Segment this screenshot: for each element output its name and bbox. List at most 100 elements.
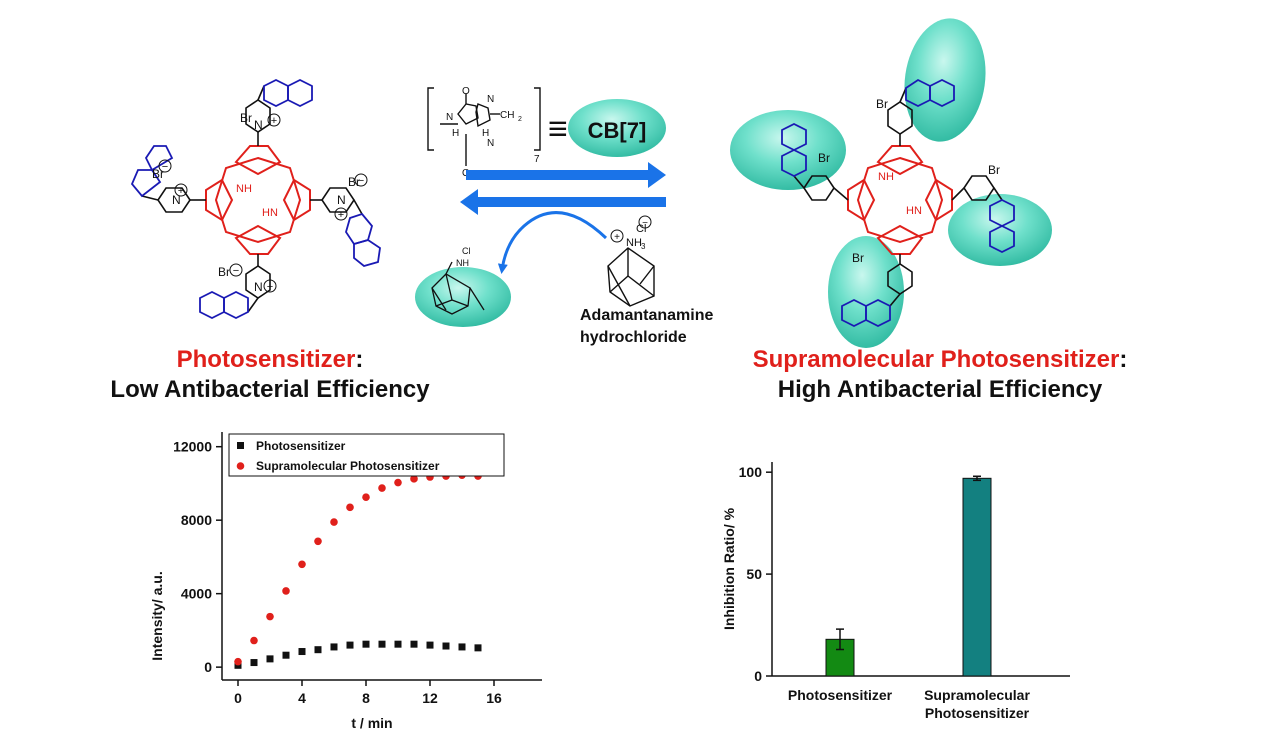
y-tick-label: 0 [754, 668, 762, 684]
naphthyl-groups [130, 78, 381, 320]
x-category-label: Photosensitizer [788, 687, 893, 703]
data-point-photosensitizer [282, 651, 290, 659]
n-label: N [337, 193, 346, 207]
svg-text:NH: NH [626, 237, 642, 249]
data-point-photosensitizer [410, 640, 418, 648]
data-point-supramolecular [378, 484, 386, 492]
svg-text:Cl: Cl [636, 223, 646, 235]
x-tick-label: 16 [486, 690, 502, 706]
left-caption: Photosensitizer: Low Antibacterial Effic… [60, 345, 480, 405]
svg-text:NH: NH [456, 258, 469, 268]
svg-text:Cl: Cl [462, 246, 471, 256]
reaction-scheme: NH HN [130, 18, 1052, 348]
data-point-photosensitizer [362, 640, 370, 648]
svg-text:+: + [338, 209, 344, 221]
data-point-photosensitizer [458, 643, 466, 651]
data-point-photosensitizer [250, 659, 258, 667]
data-point-supramolecular [346, 503, 354, 512]
y-tick-label: 8000 [181, 512, 212, 528]
svg-text:HN: HN [906, 205, 922, 217]
adamantanamine-molecule: NH 3 Cl + − Adamantanamine hydrochloride [580, 215, 713, 346]
n-label: N [172, 193, 181, 207]
y-tick-label: 12000 [173, 439, 212, 455]
data-point-supramolecular [234, 657, 242, 666]
data-point-photosensitizer [266, 655, 274, 663]
y-tick-label: 50 [746, 566, 762, 582]
x-tick-label: 12 [422, 690, 438, 706]
n-label: N [254, 118, 263, 132]
svg-text:H: H [452, 128, 459, 139]
data-point-supramolecular [298, 560, 306, 569]
data-point-photosensitizer [298, 648, 306, 656]
cb7-structure: O O N N N H H CH 2 7 ≡ CB[7] [427, 86, 666, 179]
svg-text:−: − [162, 161, 168, 173]
equilibrium-arrows [460, 162, 666, 274]
br-label: Br [240, 111, 252, 125]
x-tick-label: 8 [362, 690, 370, 706]
data-point-supramolecular [282, 587, 290, 595]
equivalence-symbol: ≡ [548, 110, 568, 148]
svg-text:+: + [178, 185, 184, 197]
data-point-photosensitizer [378, 640, 386, 648]
data-point-photosensitizer [394, 640, 402, 648]
svg-text:+: + [271, 115, 277, 127]
left-caption-title: Photosensitizer [176, 346, 356, 373]
legend-marker-supramolecular [236, 462, 245, 470]
svg-text:O: O [462, 86, 470, 97]
y-axis-title: Inhibition Ratio/ % [721, 507, 737, 630]
legend-marker-photosensitizer [237, 442, 244, 449]
cb7-ellipse [568, 99, 666, 157]
guest-label-line1: Adamantanamine [580, 307, 713, 324]
br-label: Br [348, 175, 360, 189]
data-point-supramolecular [410, 475, 418, 483]
data-point-supramolecular [314, 537, 322, 546]
data-point-photosensitizer [346, 641, 354, 649]
svg-text:2: 2 [518, 116, 522, 123]
svg-text:−: − [233, 265, 239, 277]
x-axis-title: t / min [351, 715, 392, 731]
right-caption: Supramolecular Photosensitizer: High Ant… [700, 345, 1180, 405]
y-axis-title: Intensity/ a.u. [149, 571, 165, 660]
svg-text:3: 3 [641, 242, 646, 251]
photosensitizer-molecule: NH HN [130, 78, 381, 320]
svg-text:−: − [358, 175, 364, 187]
x-category-label: Photosensitizer [925, 705, 1030, 721]
nh-label: NH [236, 183, 252, 195]
legend-label-supramolecular: Supramolecular Photosensitizer [256, 459, 440, 473]
svg-text:+: + [267, 281, 273, 293]
bar-supramolecular [962, 477, 992, 677]
data-point-photosensitizer [426, 641, 434, 649]
legend-label-photosensitizer: Photosensitizer [256, 439, 346, 453]
svg-text:N: N [487, 138, 494, 149]
hn-label: HN [262, 207, 278, 219]
data-point-supramolecular [250, 636, 258, 645]
cb7-adamantane-complex: NH Cl [415, 246, 511, 327]
x-tick-label: 4 [298, 690, 306, 706]
svg-text:NH: NH [878, 171, 894, 183]
right-caption-title: Supramolecular Photosensitizer [752, 346, 1120, 373]
data-point-supramolecular [362, 493, 370, 502]
svg-text:Br: Br [876, 97, 888, 111]
svg-text:Br: Br [988, 163, 1000, 177]
svg-text:Br: Br [818, 151, 830, 165]
data-point-photosensitizer [330, 643, 338, 651]
y-tick-label: 0 [204, 659, 212, 675]
data-point-photosensitizer [474, 644, 482, 652]
data-point-photosensitizer [314, 646, 322, 654]
legend-box [228, 433, 505, 477]
right-caption-subtitle: High Antibacterial Efficiency [777, 376, 1103, 403]
svg-text:7: 7 [534, 154, 540, 165]
x-category-label: Supramolecular [924, 687, 1030, 703]
y-tick-label: 4000 [181, 586, 212, 602]
svg-text:−: − [642, 218, 648, 229]
y-tick-label: 100 [739, 464, 763, 480]
data-point-supramolecular [394, 478, 402, 487]
svg-text:N: N [446, 112, 453, 123]
br-label: Br [218, 265, 230, 279]
cb7-label: CB[7] [588, 118, 647, 143]
svg-text:N: N [487, 94, 494, 105]
svg-text:H: H [482, 128, 489, 139]
